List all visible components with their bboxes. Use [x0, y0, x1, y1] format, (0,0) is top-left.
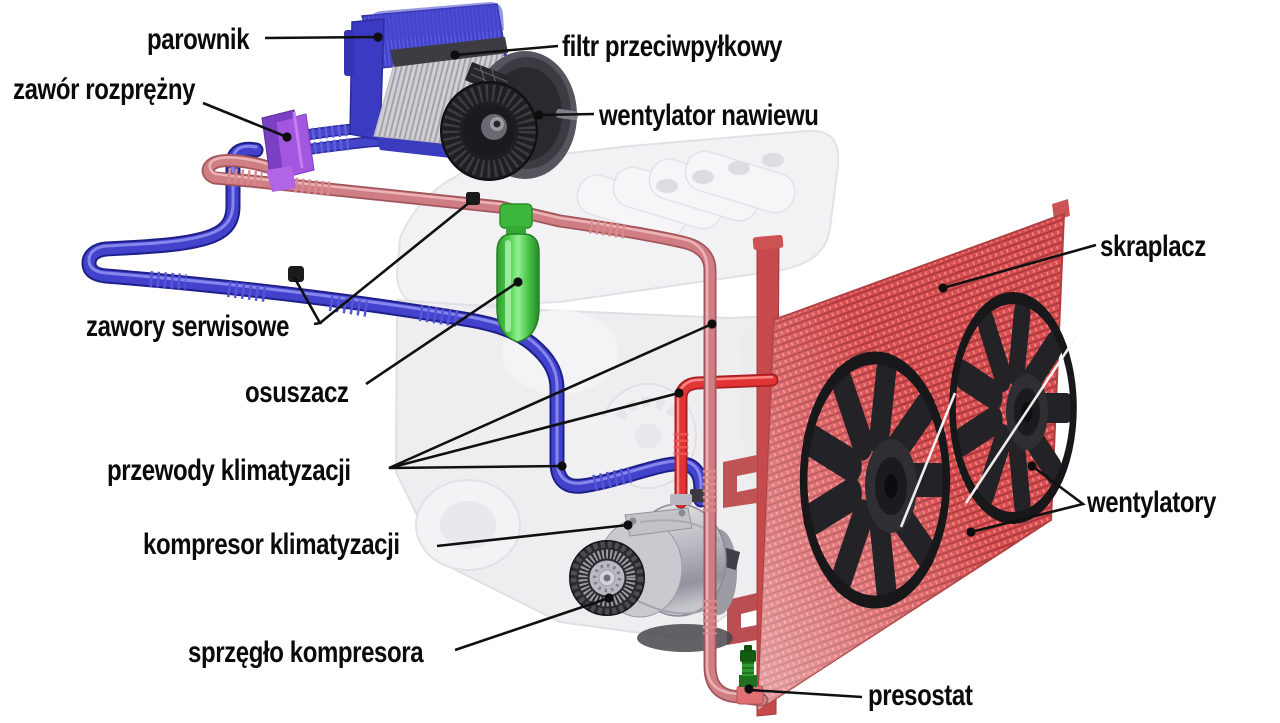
condenser-fan-right [899, 292, 1078, 528]
expansion-valve-graphic [261, 109, 315, 192]
label-osuszacz: osuszacz [245, 376, 349, 409]
label-presostat: presostat [868, 679, 973, 712]
label-skraplacz: skraplacz [1100, 230, 1206, 263]
label-wentylator-nawiewu: wentylator nawiewu [599, 99, 819, 132]
compressor-clutch-pulley [569, 540, 645, 616]
suction-line-pipe [81, 141, 709, 508]
label-sprzeglo-kompresora: sprzęgło kompresora [188, 636, 424, 669]
label-parownik: parownik [147, 23, 250, 56]
receiver-drier-graphic [496, 203, 540, 343]
evaporator-assembly [261, 2, 579, 192]
label-kompresor-klimatyzacji: kompresor klimatyzacji [143, 528, 400, 561]
service-valve-cap-low [288, 266, 304, 282]
leader-lines [202, 35, 1097, 699]
label-przewody-klimatyzacji: przewody klimatyzacji [107, 454, 351, 487]
fan-mount-rods [899, 336, 1078, 528]
label-filtr-przeciwpylkowy: filtr przeciwpyłkowy [562, 30, 783, 63]
callout-dots [282, 32, 1037, 694]
blower-fan-graphic [440, 51, 579, 181]
label-zawor-rozprezny: zawór rozprężny [13, 73, 196, 106]
condenser-fan-left [799, 351, 951, 609]
label-wentylatory: wentylatory [1087, 486, 1216, 519]
discharge-line-pipe [670, 373, 779, 509]
label-zawory-serwisowe: zawory serwisowe [86, 310, 290, 343]
